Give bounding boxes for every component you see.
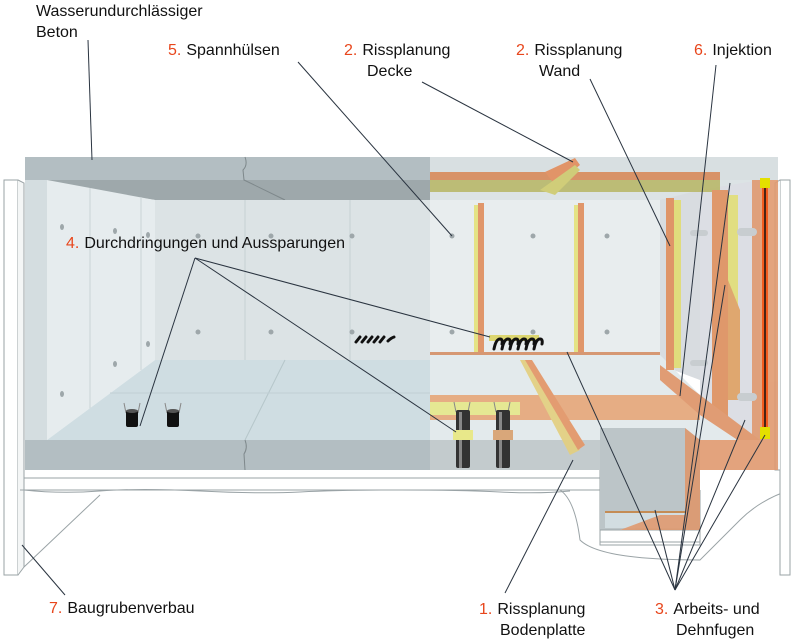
- label-text-line2: Bodenplatte: [500, 622, 586, 639]
- label-fugen: 3.Arbeits- und Dehnfugen: [655, 599, 760, 641]
- pipe-penetration-icon: [453, 401, 513, 468]
- label-text: Spannhülsen: [186, 42, 280, 59]
- label-number: 6.: [694, 42, 708, 59]
- label-number: 1.: [479, 601, 493, 618]
- label-rissplanung-wand: 2.Rissplanung Wand: [516, 40, 622, 82]
- label-text: Rissplanung: [497, 601, 586, 618]
- joint-bands: [430, 158, 778, 530]
- injection-hose-icon: [760, 178, 770, 439]
- label-concrete: Wasserundurchlässiger Beton: [36, 1, 203, 43]
- label-rissplanung-decke: 2.Rissplanung Decke: [344, 40, 450, 82]
- label-text-line2: Dehnfugen: [676, 622, 755, 639]
- label-rissplanung-bodenplatte: 1.Rissplanung Bodenplatte: [479, 599, 585, 641]
- label-number: 7.: [49, 600, 63, 617]
- label-baugrubenverbau: 7.Baugrubenverbau: [49, 598, 195, 619]
- label-text: Arbeits- und: [673, 601, 760, 618]
- pipe-penetration-icon: [123, 402, 182, 427]
- label-text: Durchdringungen und Aussparungen: [84, 235, 345, 252]
- rebar-coupler-icon: [354, 335, 396, 344]
- left-wall: [25, 180, 155, 470]
- label-concrete-line2: Beton: [36, 24, 78, 41]
- label-text-line2: Wand: [539, 63, 581, 80]
- label-text-line2: Decke: [367, 63, 413, 80]
- leader-lines: [21, 39, 766, 596]
- label-text: Rissplanung: [362, 42, 451, 59]
- label-number: 2.: [516, 42, 530, 59]
- label-number: 3.: [655, 601, 669, 618]
- excavation-shoring: [3, 179, 791, 576]
- label-text: Baugrubenverbau: [67, 600, 195, 617]
- label-injektion: 6.Injektion: [694, 40, 772, 61]
- label-durchdringungen: 4.Durchdringungen und Aussparungen: [66, 233, 345, 254]
- label-concrete-line1: Wasserundurchlässiger: [36, 3, 203, 20]
- label-text: Injektion: [712, 42, 772, 59]
- label-number: 4.: [66, 235, 80, 252]
- label-number: 5.: [168, 42, 182, 59]
- label-number: 2.: [344, 42, 358, 59]
- rebar-coupler-icon: [489, 335, 544, 351]
- label-spannhuelsen: 5.Spannhülsen: [168, 40, 280, 61]
- label-text: Rissplanung: [534, 42, 623, 59]
